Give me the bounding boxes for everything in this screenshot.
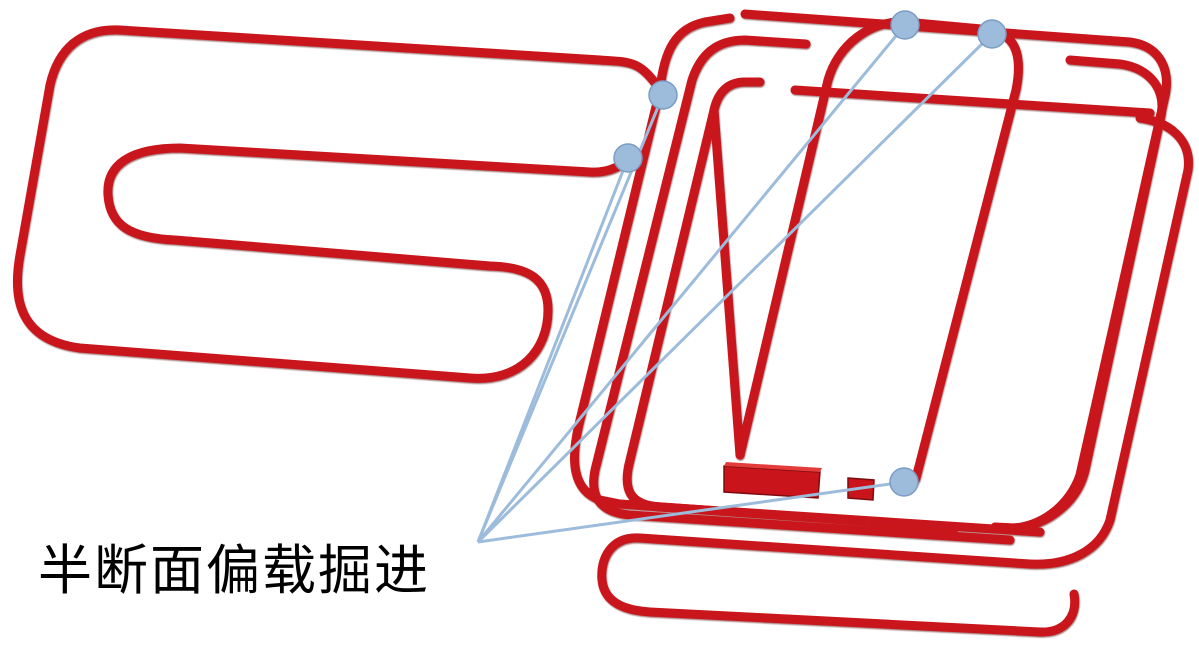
- left-serpentine-tunnel: [12, 25, 665, 383]
- third-loop-tunnel: [597, 113, 1193, 637]
- marker-2: [613, 143, 643, 173]
- leader-line-5: [477, 480, 905, 544]
- annotation-label: 半断面偏载掘进: [38, 539, 430, 602]
- leader-line-4: [476, 32, 994, 544]
- bottom-connector: [655, 502, 1045, 537]
- tunnel-network: [12, 9, 1193, 637]
- working-faces: [723, 462, 875, 501]
- second-loop-tunnel: [589, 35, 1167, 545]
- marker-4: [977, 19, 1007, 49]
- markers: [613, 10, 1007, 497]
- inner-l-tunnel-leg: [622, 105, 719, 512]
- marker-3: [890, 10, 920, 40]
- marker-5: [889, 467, 919, 497]
- leader-line-2: [476, 157, 630, 543]
- cross-drift: [790, 85, 1155, 118]
- working-face-block-left-top: [724, 462, 822, 472]
- leader-line-3: [476, 24, 907, 543]
- marker-1: [648, 80, 678, 110]
